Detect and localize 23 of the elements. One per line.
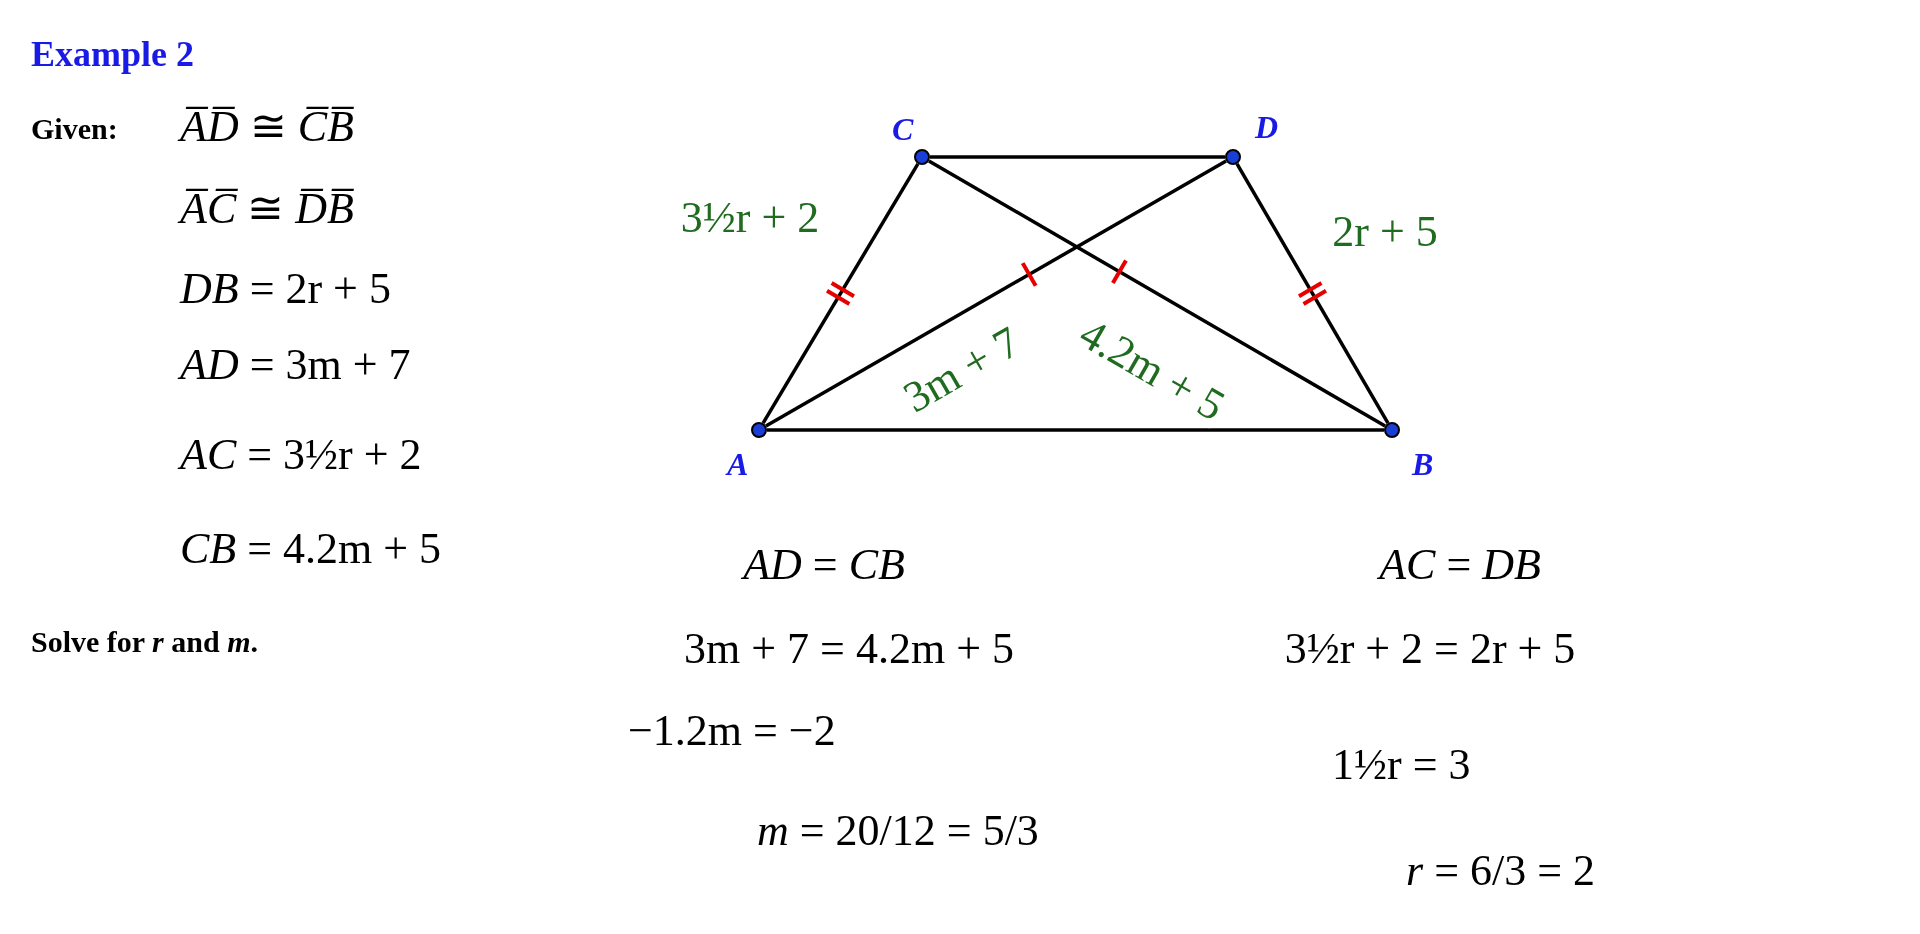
equation: DB = 2r + 5 bbox=[180, 264, 391, 315]
note-text: Solve for r and m. bbox=[31, 625, 258, 660]
line-segment bbox=[928, 159, 1386, 428]
note-text: Given: bbox=[31, 112, 118, 147]
equation: 3m + 7 = 4.2m + 5 bbox=[684, 624, 1014, 675]
equation: CB = 4.2m + 5 bbox=[180, 524, 442, 575]
point-label: C bbox=[892, 113, 914, 145]
equation: AD = CB bbox=[743, 540, 905, 591]
title: Example 2 bbox=[31, 34, 194, 76]
equation: 1½r = 3 bbox=[1332, 740, 1471, 791]
point-label: B bbox=[1412, 448, 1434, 480]
line-segment bbox=[765, 159, 1227, 428]
equation: r = 6/3 = 2 bbox=[1406, 846, 1595, 897]
point-label: D bbox=[1255, 111, 1279, 143]
equation: AC = DB bbox=[1379, 540, 1541, 591]
equation: −1.2m = −2 bbox=[628, 706, 836, 757]
equation: m = 20/12 = 5/3 bbox=[757, 806, 1039, 857]
line-segment bbox=[930, 155, 1225, 159]
line-segment bbox=[761, 162, 920, 425]
equation: 3½r + 2 = 2r + 5 bbox=[1284, 624, 1576, 675]
point-label: A bbox=[727, 448, 749, 480]
line-segment bbox=[767, 428, 1384, 432]
line-segment bbox=[1235, 163, 1390, 424]
